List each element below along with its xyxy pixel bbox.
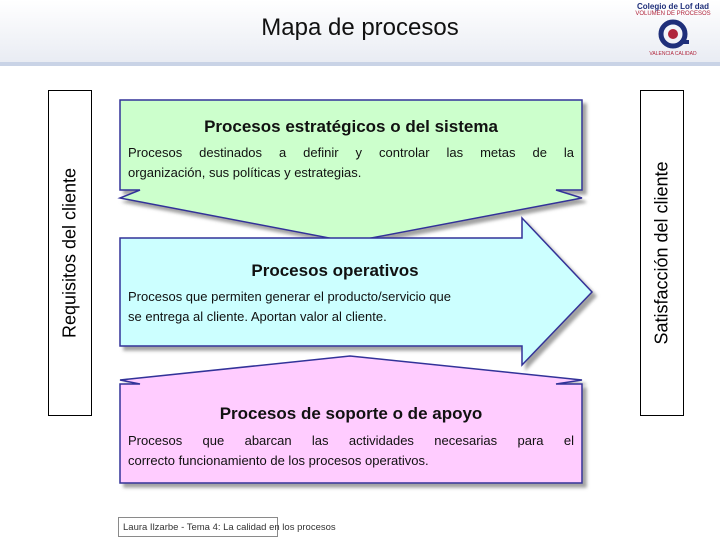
strategic-processes-title: Procesos estratégicos o del sistema bbox=[204, 117, 498, 136]
logo-caption: VALENCIA CALIDAD bbox=[649, 51, 697, 57]
logo-name: Colegio de Lof dad bbox=[637, 2, 709, 11]
customer-requirements-box: Requisitos del cliente bbox=[48, 90, 92, 416]
strategic-processes-line-1: Procesos destinados a definir y controla… bbox=[128, 145, 574, 160]
support-processes-line-2: correcto funcionamiento de los procesos … bbox=[128, 453, 429, 468]
logo-subtitle: VOLUMEN DE PROCESOS bbox=[635, 11, 711, 17]
support-processes-line-1: Procesos que abarcan las actividades nec… bbox=[128, 433, 574, 448]
footer-box: Laura Ilzarbe - Tema 4: La calidad en lo… bbox=[118, 517, 336, 537]
slide-header bbox=[0, 0, 720, 62]
logo-mark-icon bbox=[658, 19, 689, 49]
support-processes-shape bbox=[119, 355, 583, 484]
operative-processes-line-2: se entrega al cliente. Aportan valor al … bbox=[128, 309, 387, 324]
header-divider bbox=[0, 62, 720, 66]
strategic-processes-shape bbox=[117, 99, 583, 243]
support-processes-title: Procesos de soporte o de apoyo bbox=[219, 404, 483, 423]
institution-logo: Colegio de Lof dad VOLUMEN DE PROCESOS V… bbox=[628, 2, 718, 60]
operative-processes-arrow bbox=[119, 216, 594, 367]
customer-satisfaction-box: Satisfacción del cliente bbox=[640, 90, 684, 416]
footer-text: Laura Ilzarbe - Tema 4: La calidad en lo… bbox=[123, 522, 336, 533]
slide-title: Mapa de procesos bbox=[261, 14, 459, 41]
operative-processes-title: Procesos operativos bbox=[251, 261, 419, 280]
operative-processes-line-1: Procesos que permiten generar el product… bbox=[128, 289, 452, 304]
strategic-processes-line-2: organización, sus políticas y estrategia… bbox=[128, 165, 362, 180]
